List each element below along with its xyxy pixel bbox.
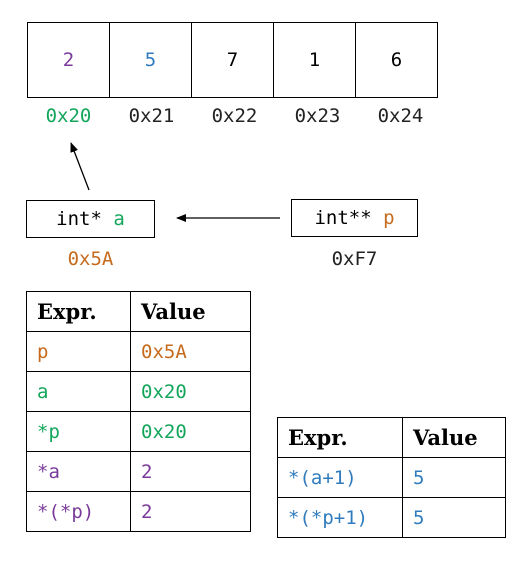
table-cell-value: 0x20 <box>130 411 251 452</box>
table-header-row: Expr. Value <box>277 417 506 458</box>
table-row: *p 0x20 <box>26 411 251 452</box>
pointer-a-box: int* a <box>26 200 155 238</box>
table-row: *(*p+1) 5 <box>277 497 506 538</box>
arrow-a-to-array <box>70 142 90 191</box>
table-cell-expr: *(*p+1) <box>277 497 403 538</box>
table-row: p 0x5A <box>26 331 251 372</box>
array-address-2: 0x22 <box>211 105 258 127</box>
expression-table-2: Expr. Value *(a+1) 5 *(*p+1) 5 <box>277 417 506 538</box>
array-cell-0: 2 <box>28 23 110 97</box>
array-address-0: 0x20 <box>45 105 92 127</box>
array-cell-2: 7 <box>192 23 274 97</box>
table-cell-expr: *p <box>26 411 131 452</box>
array-cell-4: 6 <box>390 49 403 71</box>
table-row: *a 2 <box>26 451 251 492</box>
table-cell-expr: *(*p) <box>26 491 131 532</box>
table-header-expr: Expr. <box>26 291 131 332</box>
array-cell-3: 1 <box>274 23 356 97</box>
pointer-a-name: a <box>113 208 125 230</box>
memory-array: 2 5 7 1 6 <box>27 22 438 98</box>
table-header-row: Expr. Value <box>26 291 251 332</box>
array-addresses: 0x20 0x21 0x22 0x23 0x24 <box>27 105 442 127</box>
table-row: *(*p) 2 <box>26 491 251 532</box>
table-cell-expr: p <box>26 331 131 372</box>
pointer-p-box: int** p <box>291 199 418 237</box>
table-row: *(a+1) 5 <box>277 457 506 498</box>
table-cell-value: 5 <box>402 457 506 498</box>
table-cell-value: 2 <box>130 491 251 532</box>
table-header-value: Value <box>402 417 506 458</box>
table-cell-value: 5 <box>402 497 506 538</box>
array-address-4: 0x24 <box>377 105 424 127</box>
table-header-expr: Expr. <box>277 417 403 458</box>
table-cell-expr: a <box>26 371 131 412</box>
table-cell-expr: *a <box>26 451 131 492</box>
table-cell-value: 0x5A <box>130 331 251 372</box>
array-cell-1: 5 <box>110 23 192 97</box>
table-cell-value: 2 <box>130 451 251 492</box>
table-header-value: Value <box>130 291 251 332</box>
pointer-p-name: p <box>383 207 395 229</box>
table-row: a 0x20 <box>26 371 251 412</box>
table-cell-expr: *(a+1) <box>277 457 403 498</box>
array-address-1: 0x21 <box>128 105 175 127</box>
array-address-3: 0x23 <box>294 105 341 127</box>
pointer-p-address: 0xF7 <box>331 248 378 270</box>
table-cell-value: 0x20 <box>130 371 251 412</box>
expression-table-1: Expr. Value p 0x5A a 0x20 *p 0x20 *a 2 *… <box>26 291 251 532</box>
pointer-p-type: int** <box>314 207 372 229</box>
pointer-a-address: 0x5A <box>67 248 114 270</box>
pointer-a-type: int* <box>56 208 102 230</box>
